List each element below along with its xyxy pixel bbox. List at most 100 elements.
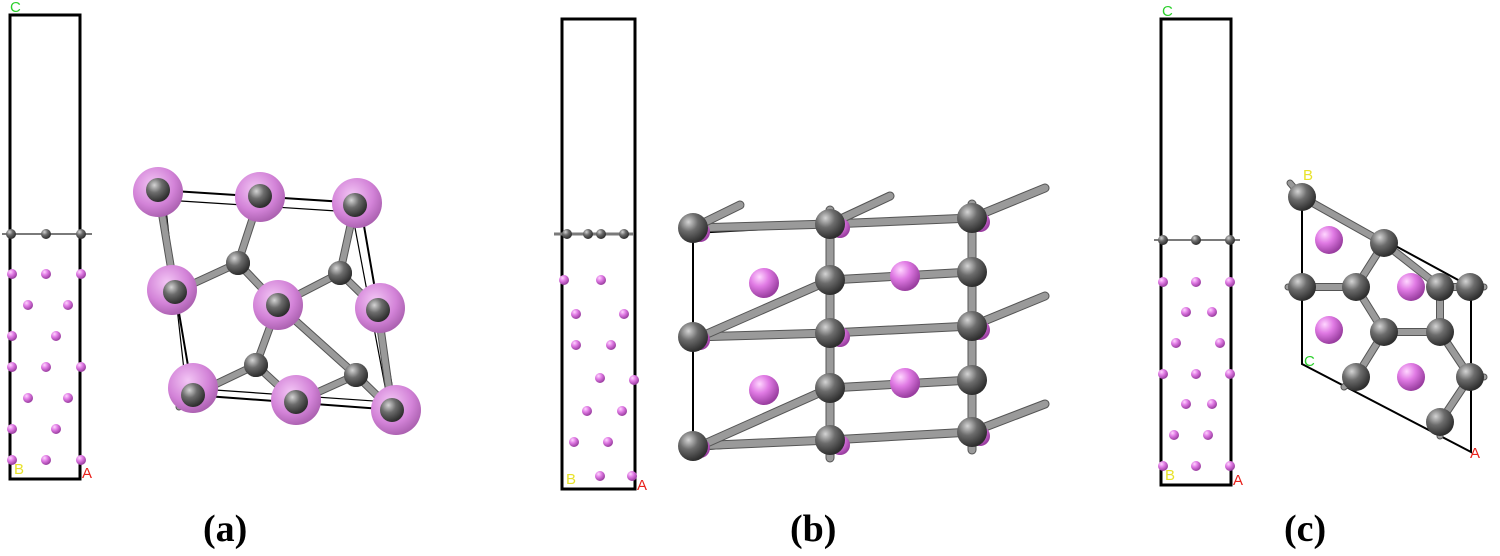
metal-atom <box>603 437 613 447</box>
metal-atom <box>749 268 779 298</box>
metal-atom <box>1191 461 1201 471</box>
metal-atom <box>76 362 86 372</box>
carbon-atom <box>146 178 170 202</box>
carbon-atom <box>1426 318 1454 346</box>
metal-atom <box>596 275 606 285</box>
metal-atom <box>23 393 33 403</box>
panel-label-b: (b) <box>790 508 837 550</box>
metal-atom <box>1225 277 1235 287</box>
metal-atom <box>7 269 17 279</box>
unit-cell-outline <box>8 13 82 481</box>
metal-atom <box>1169 430 1179 440</box>
carbon-atom <box>163 280 187 304</box>
panel-label-c: (c) <box>1284 508 1327 550</box>
carbon-atom <box>1456 273 1484 301</box>
metal-atom <box>76 455 86 465</box>
unit-cell-outline <box>1159 17 1233 487</box>
metal-atom <box>7 424 17 434</box>
metal-atom <box>595 373 605 383</box>
carbon-atom <box>244 353 268 377</box>
metal-atom <box>1315 226 1343 254</box>
carbon-atom <box>678 322 708 352</box>
metal-atom <box>51 331 61 341</box>
metal-atom <box>63 393 73 403</box>
panel-a-top-view <box>133 167 421 435</box>
metal-atom <box>7 362 17 372</box>
carbon-bond-network <box>1284 179 1488 440</box>
bond <box>689 329 834 341</box>
carbon-atom <box>596 229 606 239</box>
axis-label-b: B <box>14 461 24 478</box>
bond <box>1299 194 1387 246</box>
metal-atom <box>63 300 73 310</box>
metal-atom <box>606 340 616 350</box>
carbon-atom <box>1158 235 1168 245</box>
axis-label-top-b: B <box>1303 167 1313 184</box>
metal-atom <box>559 275 569 285</box>
carbon-atom <box>1225 235 1235 245</box>
carbon-atom <box>266 293 290 317</box>
carbon-atom <box>957 257 987 287</box>
axis-label-b: B <box>566 471 576 488</box>
carbon-atom <box>1288 273 1316 301</box>
axis-label-inner-a: A <box>1470 445 1480 462</box>
carbon-layer-line <box>1154 235 1240 245</box>
metal-atom <box>890 368 920 398</box>
metal-atom <box>1215 338 1225 348</box>
unit-cell-outline <box>1301 193 1472 454</box>
carbon-layer-line <box>2 229 92 239</box>
bond <box>826 214 976 228</box>
metal-atom <box>617 406 627 416</box>
metal-atom <box>1207 399 1217 409</box>
panel-c-top-view: B C A <box>1284 167 1488 462</box>
metal-atom <box>41 455 51 465</box>
carbon-atom <box>76 229 86 239</box>
metal-atom <box>41 269 51 279</box>
metal-atom <box>76 269 86 279</box>
carbon-atom <box>957 417 987 447</box>
metal-atom <box>1397 273 1425 301</box>
carbon-atom <box>1426 273 1454 301</box>
metal-atom <box>749 375 779 405</box>
bond <box>689 220 834 232</box>
bond <box>696 384 834 450</box>
axis-label-a: A <box>1233 472 1243 489</box>
axis-label-c: C <box>10 0 21 16</box>
metal-atom <box>619 309 629 319</box>
metal-atom-slab <box>1158 277 1235 471</box>
carbon-layer-line <box>554 229 634 239</box>
metal-atom <box>1181 399 1191 409</box>
panel-b-side-view <box>678 183 1050 463</box>
axis-label-c: C <box>1162 3 1173 20</box>
atom-lattice <box>133 167 421 435</box>
metal-atom <box>7 331 17 341</box>
carbon-atom <box>284 390 308 414</box>
metal-atom <box>1191 369 1201 379</box>
metal-atom <box>23 300 33 310</box>
carbon-atom <box>1370 318 1398 346</box>
panel-b-slab-view: B A <box>554 17 647 494</box>
carbon-atom <box>41 229 51 239</box>
carbon-atom <box>343 193 367 217</box>
metal-atom <box>595 471 605 481</box>
atom-lattice <box>678 203 990 461</box>
carbon-atom <box>957 365 987 395</box>
metal-atom <box>1203 430 1213 440</box>
metal-atom <box>1158 277 1168 287</box>
metal-atom <box>41 362 51 372</box>
metal-atom <box>627 471 637 481</box>
carbon-atom <box>1342 273 1370 301</box>
metal-atom-slab <box>559 275 639 481</box>
metal-atom <box>1171 338 1181 348</box>
metal-atom <box>1158 369 1168 379</box>
carbon-atom <box>815 265 845 295</box>
axis-label-b: B <box>1165 467 1175 484</box>
axis-label-inner-c: C <box>1304 353 1315 370</box>
carbon-atom <box>815 373 845 403</box>
carbon-atom <box>6 229 16 239</box>
axis-label-a: A <box>637 477 647 494</box>
unit-cell-outline <box>560 17 637 491</box>
metal-atom <box>1191 277 1201 287</box>
carbon-atom <box>678 431 708 461</box>
